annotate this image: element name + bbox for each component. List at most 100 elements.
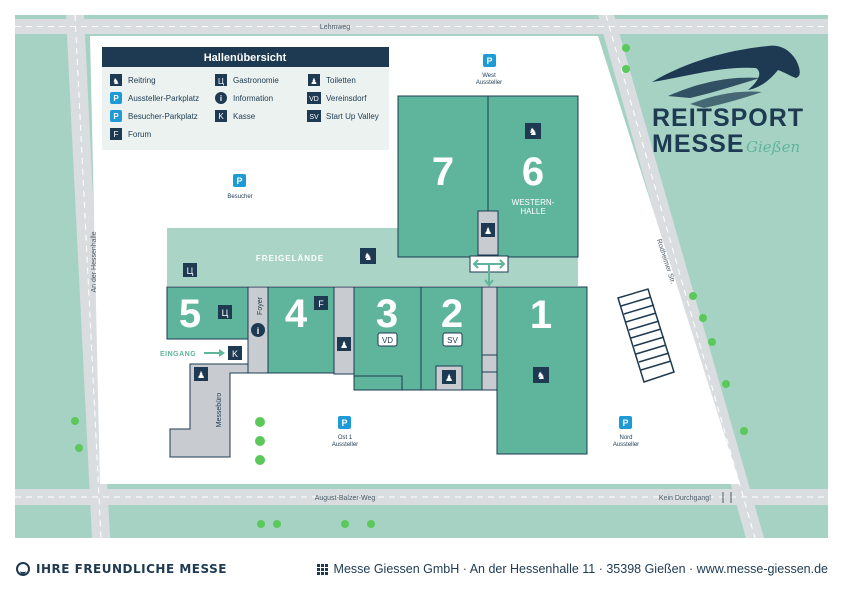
svg-text:i: i [257,326,260,336]
passage-arrows-icon [472,259,506,287]
svg-text:i: i [220,94,222,103]
legend-label-information: Information [233,94,273,103]
svg-text:♞: ♞ [364,252,373,263]
freigelaende-label: FREIGELÄNDE [256,254,324,263]
hall-7[interactable] [397,95,489,258]
cutlery-icon: Ц [187,266,194,276]
no-through-markers [722,492,732,503]
hall-7-number: 7 [432,150,454,194]
hall-6[interactable] [487,95,579,258]
svg-text:♞: ♞ [537,371,546,382]
street-south: August-Balzer-Weg [315,495,376,502]
footer-address-text[interactable]: Messe Giessen GmbH · An der Hessenhalle … [333,562,828,576]
reitsport-messe-logo: REITSPORT MESSE Gießen [652,45,804,158]
parking-nord[interactable]: P Nord Aussteller [613,416,639,448]
hall-3-annex [353,375,403,391]
corridor-middle [333,286,355,375]
hall-6-horse-icon: ♞ [525,123,541,139]
svg-text:VD: VD [382,336,393,345]
connector-restroom-icon: ♟ [481,223,495,237]
street-west: An der Hessenhalle [91,231,98,292]
corridor-east [481,286,498,391]
freigelaende-horse-icon: ♞ [360,248,376,264]
street-north: Lehmweg [320,24,350,31]
svg-text:VD: VD [309,96,319,103]
cutlery-icon: Ц [218,77,224,86]
hall-1-horse-icon: ♞ [533,367,549,383]
road-markings [15,14,828,539]
footer-slogan-text: IHRE FREUNDLICHE MESSE [36,562,227,576]
svg-text:Nord: Nord [619,435,632,441]
legend-label-aussteller-parkplatz: Aussteller-Parkplatz [128,94,199,103]
legend-label-start-up-valley: Start Up Valley [326,112,379,121]
logo-line2: MESSE [652,130,745,158]
parking-ost-1[interactable]: P Ost 1 Aussteller [332,416,358,448]
legend-label-vereinsdorf: Vereinsdorf [326,94,367,103]
footer-slogan: IHRE FREUNDLICHE MESSE [16,562,227,576]
street-no-through: Kein Durchgang! [659,495,711,502]
footer: IHRE FREUNDLICHE MESSE Messe Giessen Gmb… [0,556,842,586]
svg-text:♞: ♞ [529,127,538,138]
messebuero-building [169,363,249,458]
svg-text:P: P [113,94,119,103]
legend-label-toiletten: Toiletten [326,76,356,85]
foyer-label: Foyer [257,296,264,315]
logo-script: Gießen [746,138,800,156]
western-halle-line1: WESTERN- [512,198,555,207]
cutlery-icon: Ц [222,308,229,318]
svg-text:Ost 1: Ost 1 [338,435,353,441]
hall-3-number: 3 [376,292,398,336]
western-halle-line2: HALLE [520,207,545,216]
restroom-icon: ♟ [445,373,453,383]
hall-5[interactable] [166,286,249,340]
restroom-icon: ♟ [310,77,317,86]
parking-besucher[interactable]: P Besucher [227,174,253,200]
legend-label-gastronomie: Gastronomie [233,76,279,85]
hall-4-number: 4 [285,292,308,336]
messebuero-restroom: ♟ [194,367,208,381]
horse-icon: ♞ [112,77,119,86]
svg-text:F: F [318,299,324,309]
hall-2-restroom: ♟ [435,365,463,391]
svg-text:Aussteller: Aussteller [476,80,502,86]
corridor-middle-restroom: ♟ [337,337,351,351]
svg-text:SV: SV [309,114,319,121]
svg-text:P: P [486,56,492,66]
footer-address: Messe Giessen GmbH · An der Hessenhalle … [316,562,828,576]
svg-text:P: P [622,418,628,428]
trees [71,44,748,528]
svg-text:P: P [113,112,119,121]
legend-label-reitring: Reitring [128,76,156,85]
hall-5-number: 5 [179,292,201,336]
svg-text:K: K [218,112,224,121]
svg-text:Aussteller: Aussteller [613,442,639,448]
legend-label-besucher-parkplatz: Besucher-Parkplatz [128,112,198,121]
hall-5-gastronomy: Ц [218,305,232,319]
svg-text:Aussteller: Aussteller [332,442,358,448]
hall-6-number: 6 [522,150,544,194]
legend-panel: Hallenübersicht ♞ Reitring P Aussteller-… [102,47,389,150]
logo-line1: REITSPORT [652,104,804,132]
eingang-arrow-icon [204,349,225,357]
svg-text:West: West [482,73,496,79]
hall-2-number: 2 [441,292,463,336]
vd-badge: VD [377,332,398,347]
parking-west[interactable]: P West Aussteller [476,54,502,86]
kasse-badge: K [228,346,242,360]
hall-1-number: 1 [530,293,552,337]
horse-head-logo-icon [652,45,800,108]
restroom-icon: ♟ [197,370,205,380]
eingang-label: EINGANG [160,351,196,358]
svg-text:F: F [114,130,119,139]
legend-label-kasse: Kasse [233,112,256,121]
svg-text:K: K [232,349,238,359]
forum-badge: F [314,296,328,310]
sv-badge: SV [442,332,463,347]
messebuero-label: Messebüro [216,393,223,428]
info-icon: i [251,323,265,337]
svg-text:SV: SV [447,336,458,345]
freigelaende-gastronomy: Ц [183,263,197,277]
legend-label-forum: Forum [128,130,151,139]
smiley-icon [16,562,30,576]
